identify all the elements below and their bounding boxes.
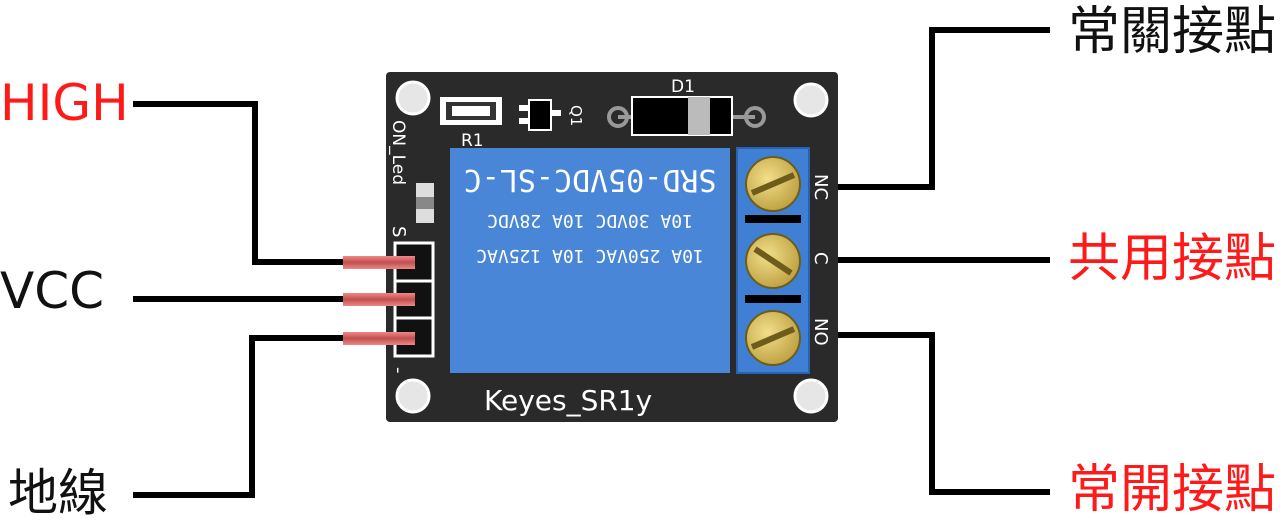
screw-com [745, 233, 801, 289]
screws [745, 156, 801, 366]
terminal-no-label: NO [810, 318, 831, 346]
mounting-hole [793, 378, 829, 414]
wire-nc [835, 27, 1050, 190]
resistor-r1 [440, 97, 502, 125]
wire-gnd [133, 335, 400, 498]
label-vcc: VCC [0, 262, 105, 320]
relay-model: SRD-05VDC-SL-C [464, 162, 717, 197]
pin-minus-label: - [388, 367, 409, 374]
label-no: 常開接點 [1068, 460, 1277, 520]
led-label: ON_Led [388, 120, 408, 185]
pin-gnd [343, 332, 415, 345]
diode-label: D1 [671, 77, 695, 97]
label-gnd: 地線 [8, 464, 108, 522]
pin-signal [343, 256, 415, 269]
pin-s-label: S [388, 226, 409, 237]
relay-body [450, 148, 730, 373]
wire-high [133, 101, 400, 265]
mounting-hole [395, 80, 431, 116]
transistor-q1 [519, 99, 561, 131]
pin-vcc [343, 293, 415, 306]
screw-no [745, 310, 801, 366]
relay-rating-2: 10A 250VAC 10A 125VAC [476, 245, 704, 266]
on-led [416, 183, 434, 223]
label-com: 共用接點 [1068, 229, 1277, 289]
terminal-nc-label: NC [810, 174, 831, 200]
wires [133, 27, 1050, 498]
wire-no [835, 332, 1050, 495]
pins [343, 256, 415, 345]
resistor-label: R1 [461, 131, 484, 151]
diode-d1 [607, 96, 766, 136]
mounting-hole [395, 378, 431, 414]
transistor-label: Q1 [567, 105, 585, 126]
brand-label: Keyes_SR1y [484, 384, 652, 417]
terminal-c-label: C [810, 252, 831, 265]
mounting-holes [395, 80, 829, 414]
relay-rating-1: 10A 30VDC 10A 28VDC [487, 210, 693, 231]
label-nc: 常關接點 [1068, 2, 1277, 62]
screw-nc [745, 156, 801, 212]
label-high: HIGH [0, 74, 129, 132]
mounting-hole [793, 82, 829, 118]
